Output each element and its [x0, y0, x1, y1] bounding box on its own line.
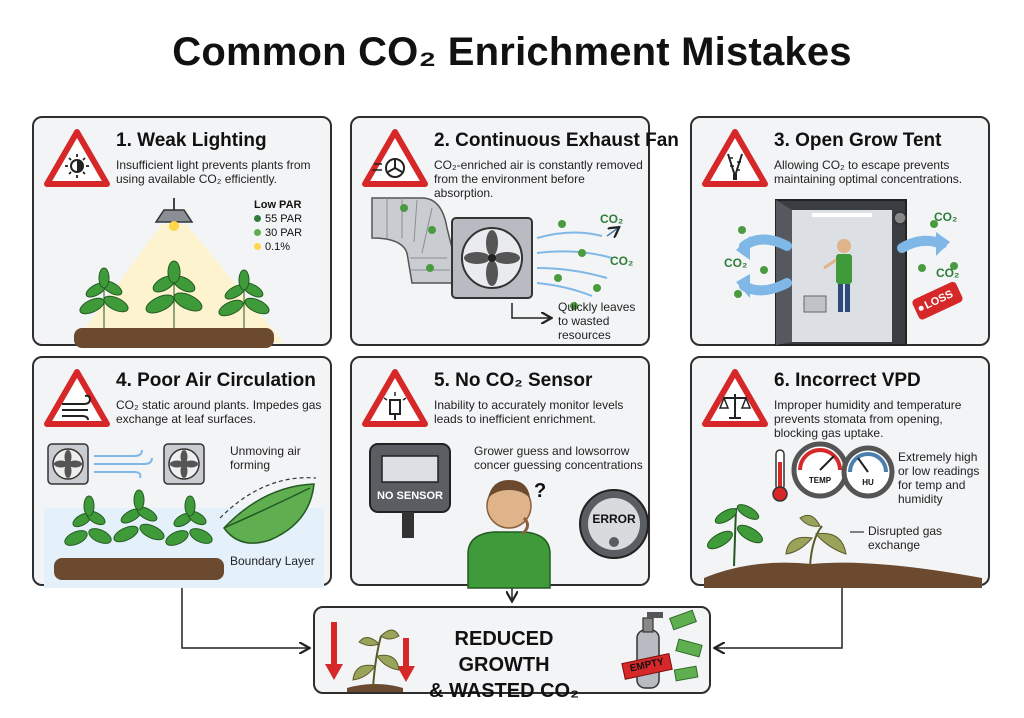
co2-label: CO₂: [600, 212, 624, 226]
exhaust-fan-illustration: [371, 197, 652, 348]
wilting-plant-illustration: [325, 609, 703, 692]
no-sensor-illustration: [369, 443, 649, 589]
par-legend: Low PAR 55 PAR 30 PAR 0.1%: [254, 198, 302, 254]
card-description: CO₂ static around plants. Impedes gas ex…: [116, 398, 322, 426]
weak-lamp-illustration: [74, 198, 284, 348]
card-description: Allowing CO₂ to escape prevents maintain…: [774, 158, 963, 186]
gauge-humidity-label: HU: [862, 478, 874, 487]
air-note: Unmoving air forming: [230, 444, 301, 472]
question-mark: ?: [534, 480, 547, 502]
card-title: 4. Poor Air Circulation: [116, 370, 316, 391]
error-meter: ERROR: [592, 512, 636, 526]
result-box: REDUCED GROWTH & WASTED CO₂ EMPTY: [313, 606, 711, 702]
warning-zipper-icon: [702, 129, 768, 187]
warning-scale-icon: [702, 369, 768, 427]
warning-wind-icon: [44, 369, 110, 427]
card-weak-lighting: 1. Weak Lighting Insufficient light prev…: [32, 116, 332, 348]
disrupted-note: Disrupted gas exchange: [868, 524, 943, 552]
legend-item: 0.1%: [254, 240, 302, 254]
card-incorrect-vpd: 6. Incorrect VPD Improper humidity and t…: [690, 356, 990, 588]
card-poor-air-circulation: 4. Poor Air Circulation CO₂ static aroun…: [32, 356, 332, 588]
card-continuous-exhaust-fan: 2. Continuous Exhaust Fan CO₂-enriched a…: [350, 116, 679, 348]
readings-note: Extremely high or low readings for temp …: [898, 450, 980, 506]
card-open-grow-tent: 3. Open Grow Tent Allowing CO₂ to escape…: [690, 116, 990, 346]
card-description: Insufficient light prevents plants from …: [116, 158, 311, 186]
card-no-co2-sensor: 5. No CO₂ Sensor Inability to accurately…: [350, 356, 650, 589]
no-sensor-sign: NO SENSOR: [376, 490, 443, 502]
card-description: Improper humidity and temperature preven…: [774, 398, 962, 440]
warning-fan-icon: [362, 129, 428, 187]
card-description: Inability to accurately monitor levels l…: [434, 398, 624, 426]
result-line-1: REDUCED GROWTH: [454, 628, 554, 676]
legend-item: 55 PAR: [254, 212, 302, 226]
stagnant-air-illustration: [44, 443, 324, 588]
card-title: 5. No CO₂ Sensor: [434, 370, 593, 391]
result-text: REDUCED GROWTH & WASTED CO₂: [419, 626, 589, 704]
legend-heading: Low PAR: [254, 199, 302, 211]
fan-note: Quickly leaves to wasted resources: [558, 300, 636, 342]
warning-sun-icon: [44, 129, 110, 187]
co2-label: CO₂: [936, 266, 960, 280]
guess-note: Grower guess and lowsorrow concer guessi…: [474, 444, 643, 472]
card-title: 6. Incorrect VPD: [774, 370, 921, 391]
page-title: Common CO₂ Enrichment Mistakes: [172, 30, 852, 74]
card-title: 3. Open Grow Tent: [774, 130, 942, 151]
open-tent-illustration: [734, 199, 963, 346]
boundary-layer-label: Boundary Layer: [230, 554, 315, 568]
co2-label: CO₂: [610, 254, 634, 268]
warning-sensor-icon: [362, 369, 428, 427]
card-description: CO₂-enriched air is constantly removed f…: [434, 158, 643, 200]
co2-label: CO₂: [724, 256, 748, 270]
co2-label: CO₂: [934, 210, 958, 224]
gauge-temp-label: TEMP: [808, 476, 832, 485]
vpd-gauges-illustration: [704, 441, 982, 588]
card-title: 1. Weak Lighting: [116, 130, 267, 151]
card-title: 2. Continuous Exhaust Fan: [434, 130, 679, 151]
legend-item: 30 PAR: [254, 226, 302, 240]
result-line-2: & WASTED CO₂: [429, 680, 579, 702]
